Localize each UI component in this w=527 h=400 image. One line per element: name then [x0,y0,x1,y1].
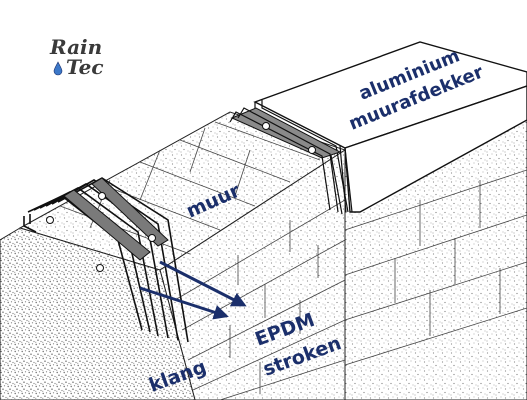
cap-coupling [229,107,342,213]
raintec-logo: Rain Tec [49,35,104,79]
clamp-screw-2 [98,192,106,200]
arrow-to-strip-left [139,286,229,320]
coupling-screw-1 [262,122,270,130]
clamp-screw-3 [96,264,104,272]
raindrop-icon [53,61,63,76]
cap-top-surface [253,41,527,149]
clamp-screw-4 [148,234,156,242]
logo-text-rain: Rain [49,35,102,59]
epdm-strip-1 [63,189,151,261]
brick-joints-far [344,169,527,366]
aluminium-cap [229,41,527,215]
logo-text-tec: Tec [66,55,104,79]
coupling-screw-2 [308,146,316,154]
arrow-to-strip-right [159,260,247,307]
epdm-strip-2 [91,177,169,247]
clamp-screw-1 [46,216,54,224]
wall [0,109,527,400]
cap-front-face [344,85,527,213]
brick-joints-front [174,199,346,400]
clamp [23,177,189,343]
pointer-arrows [139,260,247,320]
